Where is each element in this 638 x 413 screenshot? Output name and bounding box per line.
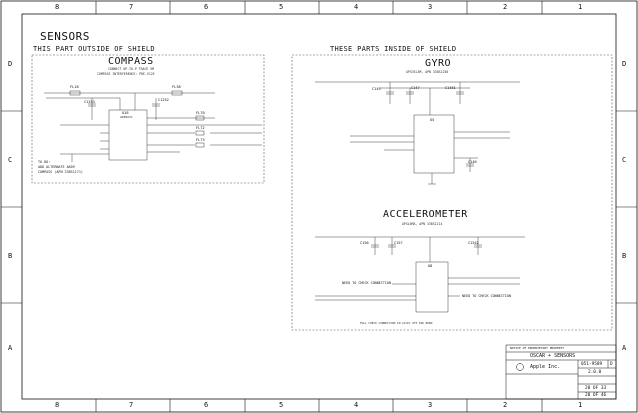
gyro-title: GYRO xyxy=(425,58,452,69)
refdes-label: C1451 xyxy=(445,86,456,90)
refdes-label: C146 xyxy=(468,160,477,164)
revision-letter: D xyxy=(610,362,613,367)
border-col-label: 8 xyxy=(55,401,60,409)
border-col-label: 1 xyxy=(578,401,583,409)
border-col-label: 1 xyxy=(578,3,583,11)
revision-number: 2.0.0 xyxy=(588,370,602,375)
compass-todo-note: TO DO: xyxy=(38,160,51,164)
border-col-label: 8 xyxy=(55,3,60,11)
border-row-label: C xyxy=(8,156,13,164)
sheet-number: 20 OF 46 xyxy=(585,393,607,398)
document-number: 051-9589 xyxy=(581,362,603,367)
company-logo-icon xyxy=(516,363,524,371)
border-col-label: 4 xyxy=(354,3,359,11)
refdes-label: C147 xyxy=(411,86,420,90)
accel-bottom-note: FULL CHECK CONNECTION IN ACCEL OTP PAD B… xyxy=(360,321,433,325)
refdes-label: FL73 xyxy=(196,138,205,142)
accel-connection-note: NEED TO CHECK CONNECTION xyxy=(342,281,391,285)
refdes-label: FL72 xyxy=(196,126,205,130)
accel-connection-note: NEED TO CHECK CONNECTION xyxy=(462,294,511,298)
border-col-label: 5 xyxy=(279,401,284,409)
gyro-subtitle: APX3SL3M, APN 338S1258 xyxy=(406,70,449,74)
compass-todo-note: COMPASS (APN 338S1171) xyxy=(38,170,83,174)
page-title: SENSORS xyxy=(40,30,90,43)
compass-note-line: COMPASS INTERFERENCE: PRE-V125 xyxy=(97,72,155,76)
border-row-label: D xyxy=(622,60,627,68)
border-col-label: 5 xyxy=(279,3,284,11)
border-col-label: 4 xyxy=(354,401,359,409)
refdes-label: FL18 xyxy=(70,85,79,89)
accelerometer-subtitle: APXL6MA, APN 338S1214 xyxy=(402,222,443,226)
refdes-label: FL70 xyxy=(196,111,205,115)
border-col-label: 6 xyxy=(204,3,209,11)
ic-part-name: AK8963C xyxy=(120,115,133,119)
border-col-label: 6 xyxy=(204,401,209,409)
refdes-label: U8 xyxy=(428,264,433,268)
company-name: Apple Inc. xyxy=(530,364,561,370)
border-row-label: B xyxy=(622,252,627,260)
refdes-label: U5 xyxy=(430,118,435,122)
notice-heading: NOTICE OF PROPRIETARY PROPERTY xyxy=(510,346,565,350)
border-col-label: 2 xyxy=(503,401,508,409)
project-title: OSCAR + SENSORS xyxy=(530,353,576,359)
refdes-label: C145 xyxy=(372,87,381,91)
border-col-label: 7 xyxy=(129,3,134,11)
inside-shield-label: THESE PARTS INSIDE OF SHIELD xyxy=(330,45,457,53)
border-col-label: 2 xyxy=(503,3,508,11)
refdes-label: C157 xyxy=(394,241,403,245)
refdes-label: FL38 xyxy=(172,85,181,89)
accelerometer-title: ACCELEROMETER xyxy=(383,209,468,220)
border-row-label: D xyxy=(8,60,13,68)
compass-title: COMPASS xyxy=(108,56,154,67)
compass-note-line: CONNECT UP-TO-P TRACE 5M xyxy=(108,67,155,71)
border-row-label: A xyxy=(8,344,13,352)
compass-todo-note: ADD ALTERNATE AK09 xyxy=(38,165,75,169)
border-row-label: A xyxy=(622,344,627,352)
border-row-label: C xyxy=(622,156,627,164)
refdes-label: C156 xyxy=(360,241,369,245)
outside-shield-label: THIS PART OUTSIDE OF SHIELD xyxy=(33,45,155,53)
refdes-label: C1253 xyxy=(84,100,95,104)
refdes-label: C1252 xyxy=(158,98,169,102)
border-col-label: 3 xyxy=(428,3,433,11)
border-col-label: 3 xyxy=(428,401,433,409)
border-col-label: 7 xyxy=(129,401,134,409)
border-row-label: B xyxy=(8,252,13,260)
refdes-label: C1542 xyxy=(468,241,479,245)
refdes-label: U16 xyxy=(122,111,129,115)
sheet-number: 20 OF 33 xyxy=(585,386,607,391)
